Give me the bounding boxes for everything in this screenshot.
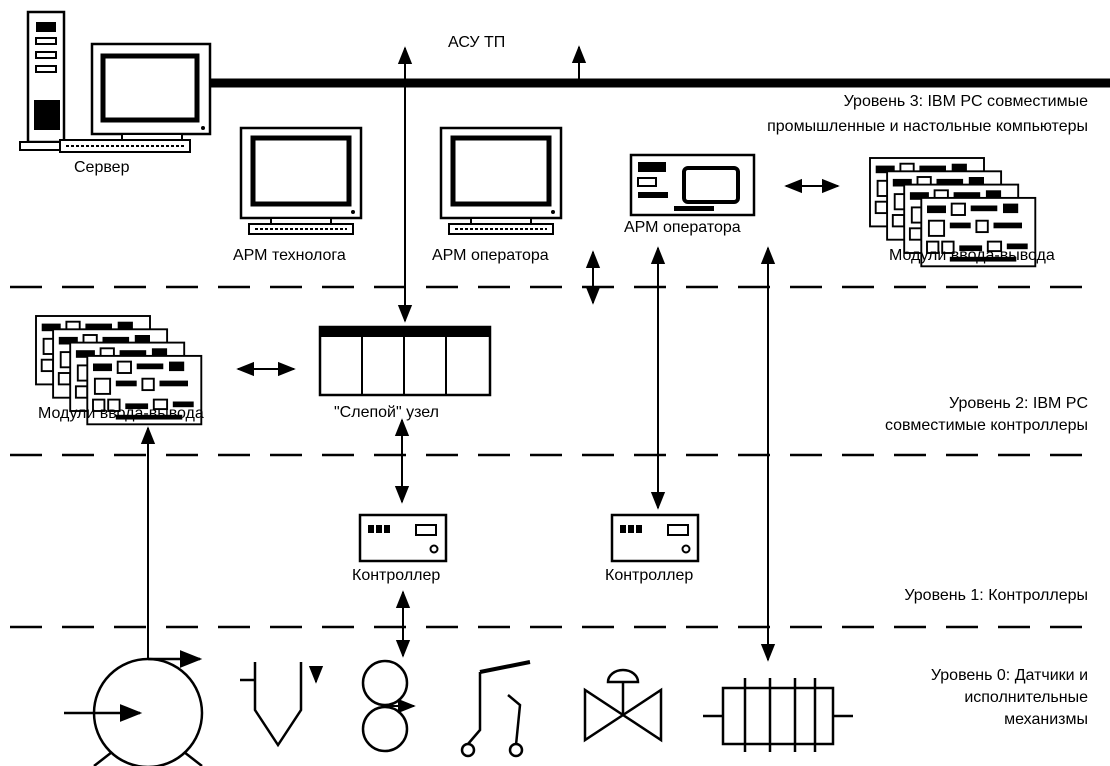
controller-1-label: Контроллер	[352, 567, 440, 584]
server-label: Сервер	[74, 159, 130, 176]
level0-label: Уровень 0: Датчики и исполнительные меха…	[931, 667, 1088, 728]
level2-label: Уровень 2: IBM PC совместимые контроллер…	[885, 395, 1088, 434]
level1-label: Уровень 1: Контроллеры	[904, 587, 1088, 604]
svg-text:Уровень 1: Контроллеры: Уровень 1: Контроллеры	[904, 587, 1088, 604]
io-modules-top-label: Модули ввода-вывода	[889, 247, 1055, 264]
arm-operator-2-label: АРМ оператора	[624, 219, 741, 236]
svg-text:механизмы: механизмы	[1004, 711, 1088, 728]
svg-text:совместимые контроллеры: совместимые контроллеры	[885, 417, 1088, 434]
bus-label: АСУ ТП	[448, 34, 505, 51]
arm-operator-1-label: АРМ оператора	[432, 247, 549, 264]
thermocouple-icon	[460, 660, 531, 758]
svg-text:Уровень 3: IBM PC совместимые: Уровень 3: IBM PC совместимые	[844, 93, 1088, 110]
flowmeter-icon	[361, 659, 416, 753]
controller-2-label: Контроллер	[605, 567, 693, 584]
svg-text:исполнительные: исполнительные	[964, 689, 1088, 706]
svg-text:Уровень 0: Датчики и: Уровень 0: Датчики и	[931, 667, 1088, 684]
blind-node-label: "Слепой" узел	[334, 404, 439, 421]
level3-label: Уровень 3: IBM PC совместимые промышленн…	[767, 93, 1088, 135]
pump-icon	[64, 650, 204, 766]
blind-node-icon	[318, 325, 492, 397]
io-modules-left-label: Модули ввода-вывода	[38, 405, 204, 422]
arm-operator-2-panel-icon	[629, 153, 756, 217]
arm-technologist-label: АРМ технолога	[233, 247, 346, 264]
controller-2-icon	[610, 513, 700, 563]
level-sensor-icon	[240, 662, 324, 748]
level-separators	[10, 285, 1100, 629]
svg-text:промышленные и настольные комп: промышленные и настольные компьютеры	[767, 118, 1088, 135]
arm-technologist-monitor-icon	[241, 128, 361, 234]
arm-operator-1-monitor-icon	[441, 128, 561, 234]
server-icon	[19, 10, 212, 153]
controller-1-icon	[358, 513, 448, 563]
valve-icon	[583, 668, 663, 743]
connection-arrows	[140, 46, 776, 682]
actuator-icon	[703, 678, 853, 752]
svg-text:Уровень 2: IBM PC: Уровень 2: IBM PC	[949, 395, 1088, 412]
